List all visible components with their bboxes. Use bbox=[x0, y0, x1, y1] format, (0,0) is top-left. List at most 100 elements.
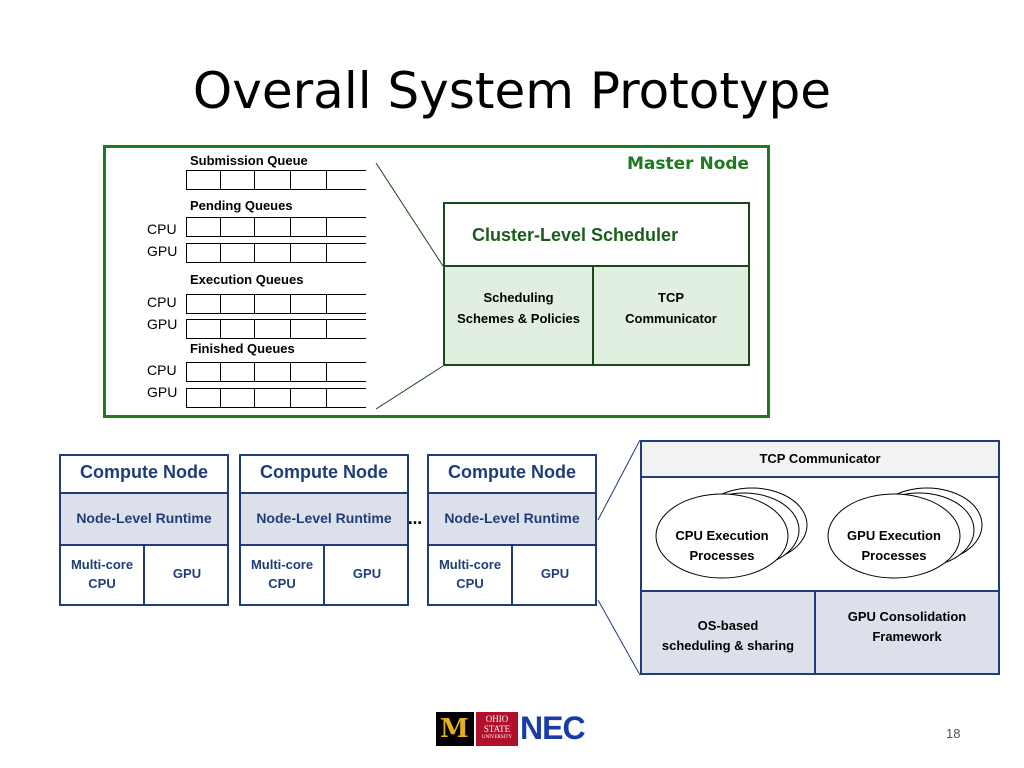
execution-gpu-label: GPU bbox=[147, 316, 178, 332]
queue-slot-divider bbox=[254, 217, 255, 237]
tcp-detail-header: TCP Communicator bbox=[642, 442, 998, 478]
queue-slot-divider bbox=[326, 243, 327, 263]
queue-slot-divider bbox=[186, 243, 187, 263]
execution-cpu-queue bbox=[186, 294, 366, 314]
finished-queues-label: Finished Queues bbox=[190, 341, 295, 356]
osu-line2: STATE bbox=[483, 724, 511, 734]
queue-slot-divider bbox=[326, 319, 327, 339]
ohio-state-logo: OHIO STATE UNIVERSITY bbox=[476, 712, 518, 746]
pending-cpu-label: CPU bbox=[147, 221, 177, 237]
master-node-label: Master Node bbox=[627, 154, 750, 174]
queue-slot-divider bbox=[220, 388, 221, 408]
node-gpu: GPU bbox=[352, 566, 382, 581]
execution-queues-label: Execution Queues bbox=[190, 272, 304, 287]
queue-slot-divider bbox=[290, 319, 291, 339]
node-runtime: Node-Level Runtime bbox=[241, 492, 407, 546]
scheduling-policies-box: Scheduling Schemes & Policies bbox=[445, 265, 594, 364]
queue-slot-divider bbox=[326, 217, 327, 237]
gpu-proc-line2: Processes bbox=[861, 548, 927, 563]
multicore-cpu-line2: CPU bbox=[456, 576, 484, 591]
queue-slot-divider bbox=[220, 243, 221, 263]
multicore-cpu-line2: CPU bbox=[88, 576, 116, 591]
multicore-cpu-line1: Multi-core bbox=[438, 557, 502, 572]
queue-slot-divider bbox=[326, 294, 327, 314]
finished-gpu-label: GPU bbox=[147, 384, 178, 400]
queue-slot-divider bbox=[254, 388, 255, 408]
compute-node-3: Compute Node Node-Level Runtime Multi-co… bbox=[427, 454, 597, 606]
queue-slot-divider bbox=[326, 388, 327, 408]
node-runtime: Node-Level Runtime bbox=[61, 492, 227, 546]
node-runtime: Node-Level Runtime bbox=[429, 492, 595, 546]
queue-slot-divider bbox=[290, 217, 291, 237]
zoom-line-node-bottom bbox=[597, 599, 641, 676]
queue-slot-divider bbox=[290, 243, 291, 263]
queue-slot-divider bbox=[220, 362, 221, 382]
pending-queues-label: Pending Queues bbox=[190, 198, 293, 213]
os-scheduling-box: OS-based scheduling & sharing bbox=[642, 590, 816, 673]
queue-slot-divider bbox=[254, 294, 255, 314]
queue-slot-divider bbox=[186, 294, 187, 314]
cpu-execution-processes: CPU Execution Processes bbox=[652, 526, 792, 566]
queue-slot-divider bbox=[186, 319, 187, 339]
queue-slot-divider bbox=[220, 294, 221, 314]
compute-node-title: Compute Node bbox=[80, 462, 208, 482]
pending-gpu-queue bbox=[186, 243, 366, 263]
cpu-process-ellipse-1 bbox=[655, 493, 789, 579]
node-gpu: GPU bbox=[540, 566, 570, 581]
slide-title: Overall System Prototype bbox=[192, 62, 832, 120]
compute-node-2: Compute Node Node-Level Runtime Multi-co… bbox=[239, 454, 409, 606]
tcp-communicator-line1: TCP bbox=[658, 290, 684, 305]
gpucons-line1: GPU Consolidation bbox=[847, 609, 967, 624]
osu-line1: OHIO bbox=[485, 714, 509, 724]
mizzou-logo-letter: M bbox=[440, 714, 469, 744]
gpucons-line2: Framework bbox=[872, 629, 942, 644]
multicore-cpu: Multi-core CPU bbox=[429, 544, 513, 604]
queue-slot-divider bbox=[290, 362, 291, 382]
mizzou-logo: M bbox=[436, 712, 474, 746]
tcp-communicator-line2: Communicator bbox=[625, 311, 717, 326]
compute-node-1: Compute Node Node-Level Runtime Multi-co… bbox=[59, 454, 229, 606]
queue-slot-divider bbox=[220, 217, 221, 237]
queue-slot-divider bbox=[290, 294, 291, 314]
pending-cpu-queue bbox=[186, 217, 366, 237]
submission-queue bbox=[186, 170, 366, 190]
queue-slot-divider bbox=[290, 388, 291, 408]
gpu-process-ellipse-1 bbox=[827, 493, 961, 579]
cpu-proc-line1: CPU Execution bbox=[675, 528, 769, 543]
queue-slot-divider bbox=[326, 362, 327, 382]
nec-logo: NEC bbox=[520, 710, 586, 746]
queue-slot-divider bbox=[254, 319, 255, 339]
os-line2: scheduling & sharing bbox=[661, 638, 795, 653]
finished-cpu-queue bbox=[186, 362, 366, 382]
multicore-cpu: Multi-core CPU bbox=[241, 544, 325, 604]
queue-slot-divider bbox=[220, 170, 221, 190]
queue-slot-divider bbox=[186, 170, 187, 190]
multicore-cpu-line1: Multi-core bbox=[70, 557, 134, 572]
compute-node-title: Compute Node bbox=[260, 462, 388, 482]
queue-slot-divider bbox=[186, 217, 187, 237]
queue-slot-divider bbox=[290, 170, 291, 190]
execution-cpu-label: CPU bbox=[147, 294, 177, 310]
multicore-cpu: Multi-core CPU bbox=[61, 544, 145, 604]
queue-slot-divider bbox=[220, 319, 221, 339]
master-node-box bbox=[103, 145, 770, 418]
cluster-scheduler-title: Cluster-Level Scheduler bbox=[472, 225, 679, 245]
finished-cpu-label: CPU bbox=[147, 362, 177, 378]
scheduling-policies-line2: Schemes & Policies bbox=[457, 311, 580, 326]
ellipsis: … bbox=[408, 512, 422, 528]
tcp-communicator-box: TCP Communicator bbox=[594, 265, 748, 364]
page-number: 18 bbox=[946, 726, 961, 741]
compute-node-title: Compute Node bbox=[448, 462, 576, 482]
queue-slot-divider bbox=[254, 170, 255, 190]
process-ellipses bbox=[655, 487, 983, 579]
node-gpu: GPU bbox=[172, 566, 202, 581]
gpu-execution-processes: GPU Execution Processes bbox=[824, 526, 964, 566]
submission-queue-label: Submission Queue bbox=[190, 153, 308, 168]
execution-gpu-queue bbox=[186, 319, 366, 339]
zoom-line-node-top bbox=[597, 439, 641, 521]
queue-slot-divider bbox=[186, 362, 187, 382]
queue-slot-divider bbox=[326, 170, 327, 190]
queue-slot-divider bbox=[186, 388, 187, 408]
cpu-proc-line2: Processes bbox=[689, 548, 755, 563]
queue-slot-divider bbox=[254, 243, 255, 263]
